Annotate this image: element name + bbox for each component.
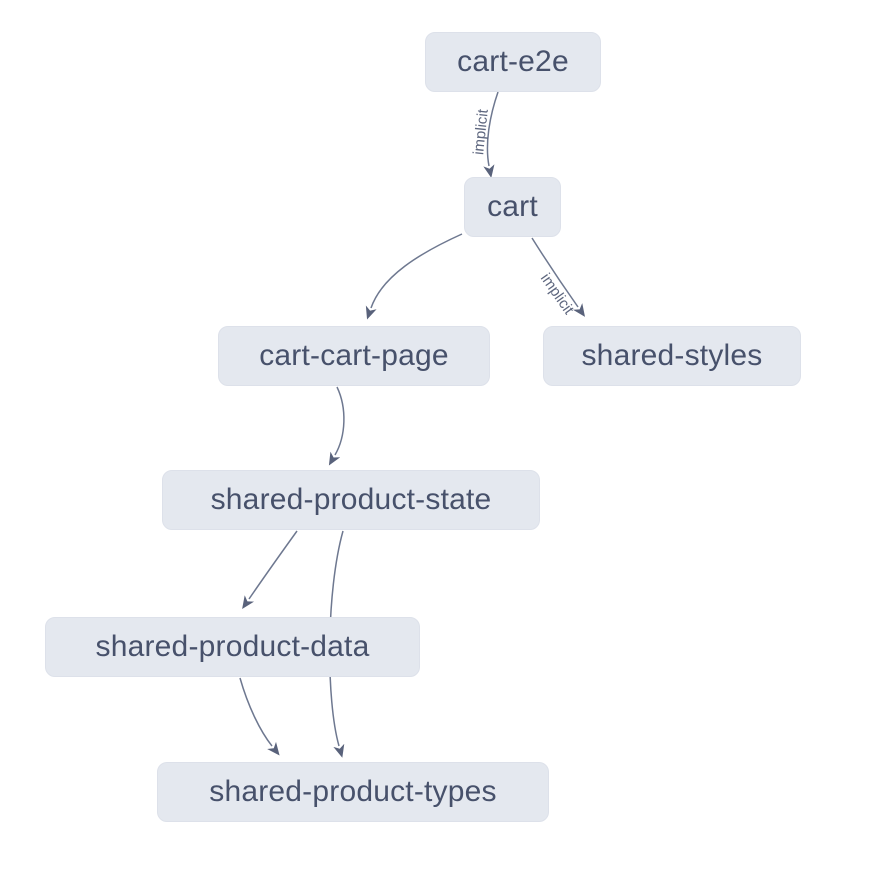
node-shared-product-state[interactable]: shared-product-state: [162, 470, 540, 530]
edge-shared-product-data-to-shared-product-types: [239, 677, 280, 756]
edge-cart-cart-page-to-shared-product-state: [328, 386, 345, 466]
node-cart-cart-page[interactable]: cart-cart-page: [218, 326, 490, 386]
node-shared-product-data[interactable]: shared-product-data: [45, 617, 420, 677]
node-label: shared-product-types: [209, 775, 497, 808]
node-label: shared-product-data: [95, 630, 370, 663]
node-cart-e2e[interactable]: cart-e2e: [425, 32, 601, 92]
edge-cart-to-shared-styles: [531, 237, 586, 317]
node-label: shared-styles: [581, 339, 763, 372]
edge-shared-product-state-to-shared-product-data: [242, 530, 298, 610]
node-shared-product-types[interactable]: shared-product-types: [157, 762, 549, 822]
edge-label-cart-e2e-to-cart: implicit: [470, 107, 492, 155]
node-label: cart-e2e: [457, 45, 569, 78]
edge-cart-to-cart-cart-page: [365, 233, 463, 320]
node-cart[interactable]: cart: [464, 177, 561, 237]
node-shared-styles[interactable]: shared-styles: [543, 326, 801, 386]
node-label: cart: [487, 190, 538, 223]
node-label: shared-product-state: [210, 483, 492, 516]
edge-cart-e2e-to-cart: [483, 91, 499, 178]
node-label: cart-cart-page: [259, 339, 449, 372]
